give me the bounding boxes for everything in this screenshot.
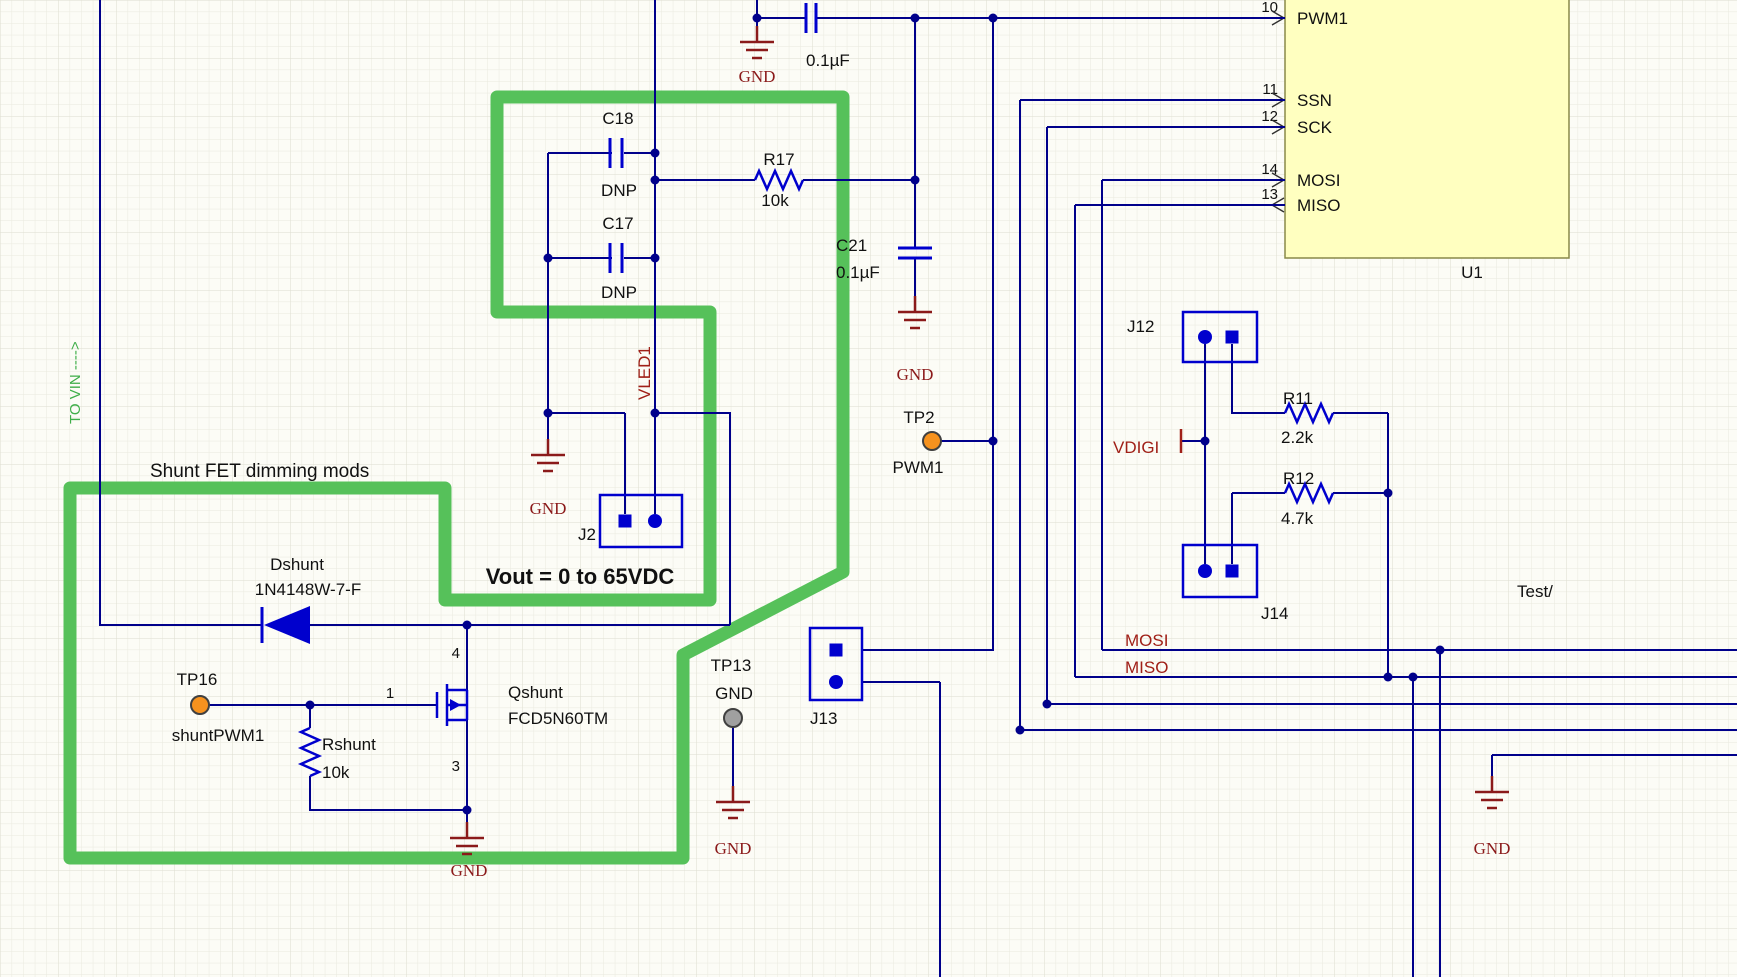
j12-pad-round[interactable] <box>1198 330 1212 344</box>
c21-capacitor[interactable] <box>898 246 932 260</box>
connector-j12[interactable] <box>1181 310 1259 364</box>
gnd-label[interactable]: GND <box>715 839 752 858</box>
j13-ref-label[interactable]: J13 <box>810 709 837 728</box>
vout-annotation[interactable]: Vout = 0 to 65VDC <box>486 564 675 589</box>
j13-pad-round[interactable] <box>829 675 843 689</box>
r12-ref-label[interactable]: R12 <box>1283 469 1314 488</box>
tp16-net-label[interactable]: shuntPWM1 <box>172 726 265 745</box>
qshunt-pin-source: 3 <box>452 758 460 775</box>
diode-triangle[interactable] <box>264 606 310 644</box>
c21-value-label[interactable]: 0.1µF <box>836 263 880 282</box>
gnd-label[interactable]: GND <box>897 365 934 384</box>
j14-pad-square[interactable] <box>1225 564 1239 578</box>
u1-pin-name-pwm1[interactable]: PWM1 <box>1297 9 1348 28</box>
gnd-label[interactable]: GND <box>739 67 776 86</box>
j14-ref-label[interactable]: J14 <box>1261 604 1288 623</box>
mosfet-arrow-icon <box>450 699 461 711</box>
c17-dnp-label[interactable]: DNP <box>601 283 637 302</box>
tp2-net-label[interactable]: PWM1 <box>893 458 944 477</box>
c17-ref-label[interactable]: C17 <box>602 214 633 233</box>
gnd-label[interactable]: GND <box>451 861 488 880</box>
u1-pin-name-ssn[interactable]: SSN <box>1297 91 1332 110</box>
tp16-ref-label[interactable]: TP16 <box>177 670 218 689</box>
r17-value-label[interactable]: 10k <box>761 191 789 210</box>
rshunt-value-label[interactable]: 10k <box>322 763 350 782</box>
to-vin-label[interactable]: TO VIN ----> <box>67 341 84 424</box>
dshunt-diode[interactable] <box>260 606 310 644</box>
mosi-net-label[interactable]: MOSI <box>1125 631 1168 650</box>
u1-pin-num-13[interactable]: 13 <box>1261 186 1278 203</box>
tp13-testpoint[interactable] <box>723 708 743 728</box>
vdigi-net-label[interactable]: VDIGI <box>1113 438 1159 457</box>
c21-ref-label[interactable]: C21 <box>836 236 867 255</box>
rshunt-resistor[interactable] <box>297 726 323 778</box>
tp13-ref-label[interactable]: TP13 <box>711 656 752 675</box>
rshunt-ref-label[interactable]: Rshunt <box>322 735 376 754</box>
resistor-symbols[interactable] <box>297 167 1335 778</box>
vled1-net-label[interactable]: VLED1 <box>635 346 654 400</box>
j2-pad-square[interactable] <box>618 514 632 528</box>
r11-ref-label[interactable]: R11 <box>1283 389 1313 408</box>
connector-j14[interactable] <box>1181 543 1259 599</box>
c-top-capacitor[interactable] <box>804 3 818 33</box>
u1-pin-name-mosi[interactable]: MOSI <box>1297 171 1340 190</box>
u1-ref-label[interactable]: U1 <box>1461 263 1483 282</box>
u1-pin-name-sck[interactable]: SCK <box>1297 118 1333 137</box>
qshunt-mosfet[interactable] <box>435 684 469 726</box>
c17-capacitor[interactable] <box>608 243 624 273</box>
r11-resistor[interactable] <box>1283 400 1335 426</box>
connector-j2[interactable] <box>598 493 684 549</box>
u1-body[interactable] <box>1284 0 1570 259</box>
gnd-label[interactable]: GND <box>530 499 567 518</box>
qshunt-pin-gate: 1 <box>386 685 394 702</box>
c-top-value-label[interactable]: 0.1µF <box>806 51 850 70</box>
c18-capacitor[interactable] <box>608 138 624 168</box>
j2-ref-label[interactable]: J2 <box>578 525 596 544</box>
u1-component[interactable]: U1 PWM1 SSN SCK MOSI MISO 10 11 12 14 13 <box>1261 0 1570 282</box>
qshunt-part-label[interactable]: FCD5N60TM <box>508 709 608 728</box>
tp2-ref-label[interactable]: TP2 <box>903 408 934 427</box>
test-partial-label[interactable]: Test/ <box>1517 582 1553 601</box>
j12-ref-label[interactable]: J12 <box>1127 317 1154 336</box>
u1-pin-name-miso[interactable]: MISO <box>1297 196 1340 215</box>
j13-pad-square[interactable] <box>829 643 843 657</box>
qshunt-pin-drain: 4 <box>452 645 460 662</box>
tp2-testpoint[interactable] <box>922 431 942 451</box>
gnd-label[interactable]: GND <box>1474 839 1511 858</box>
dshunt-part-label[interactable]: 1N4148W-7-F <box>255 580 361 599</box>
j2-pad-round[interactable] <box>648 514 662 528</box>
capacitor-symbols[interactable] <box>608 3 932 273</box>
r12-value-label[interactable]: 4.7k <box>1281 509 1314 528</box>
miso-net-label[interactable]: MISO <box>1125 658 1168 677</box>
c18-dnp-label[interactable]: DNP <box>601 181 637 200</box>
tp13-net-label[interactable]: GND <box>715 684 753 703</box>
r17-ref-label[interactable]: R17 <box>763 150 794 169</box>
r17-resistor[interactable] <box>753 167 805 193</box>
r12-resistor[interactable] <box>1283 480 1335 506</box>
j14-pad-round[interactable] <box>1198 564 1212 578</box>
c18-ref-label[interactable]: C18 <box>602 109 633 128</box>
dshunt-ref-label[interactable]: Dshunt <box>270 555 324 574</box>
r11-value-label[interactable]: 2.2k <box>1281 428 1314 447</box>
tp16-testpoint[interactable] <box>190 695 210 715</box>
qshunt-ref-label[interactable]: Qshunt <box>508 683 563 702</box>
green-highlight-outline[interactable] <box>63 90 850 865</box>
junction-dots <box>305 13 1445 815</box>
shunt-mods-annotation[interactable]: Shunt FET dimming mods <box>150 461 369 482</box>
j12-pad-square[interactable] <box>1225 330 1239 344</box>
connector-j13[interactable] <box>808 626 864 702</box>
